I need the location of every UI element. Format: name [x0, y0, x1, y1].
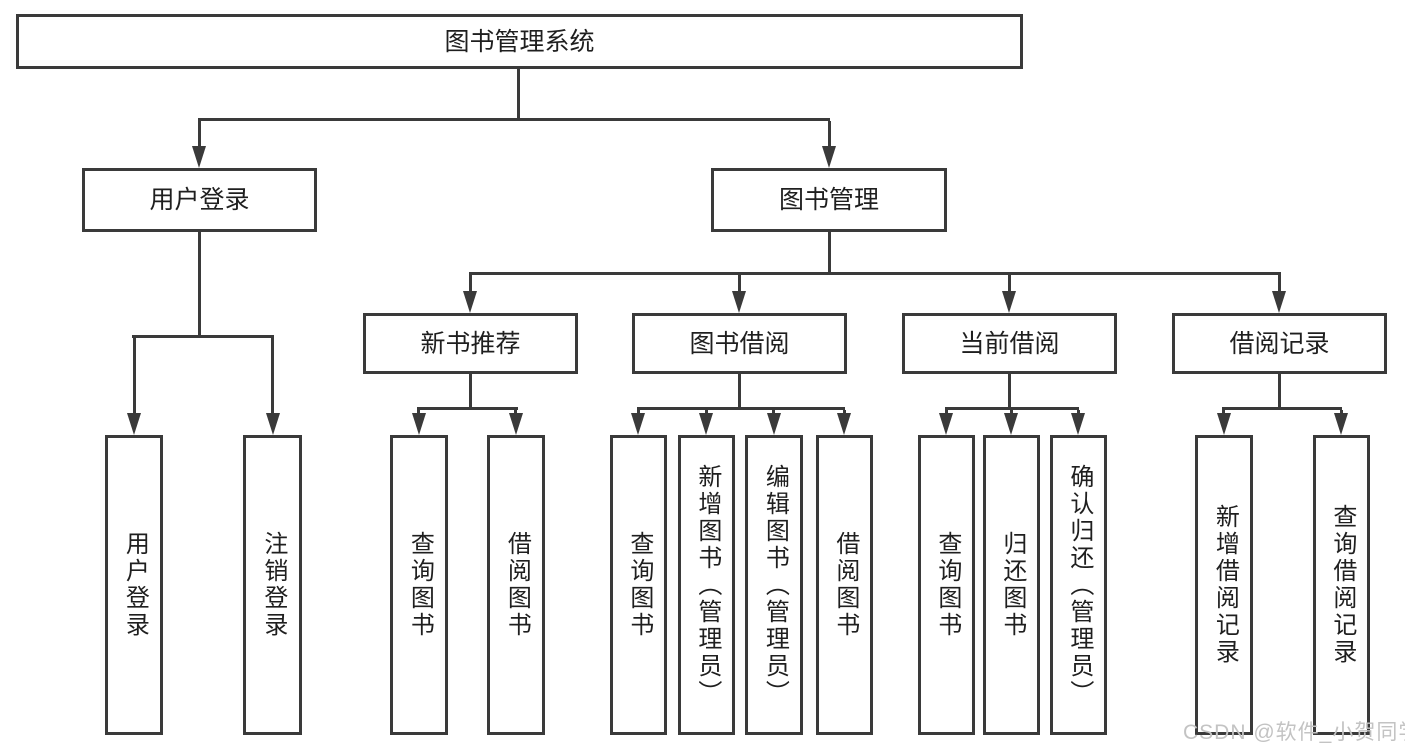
arrow-down-to-borrow-records [1272, 291, 1286, 313]
leaf-add-book-admin: 新增图书（管理员） [678, 435, 735, 735]
connector-login-vline [198, 232, 201, 335]
arrow-down-to-query-record [1334, 413, 1348, 435]
connector-stem-current-borrow [1008, 275, 1011, 293]
arrow-down-to-add-record [1217, 413, 1231, 435]
leaf-return-book: 归还图书 [983, 435, 1040, 735]
node-root-system: 图书管理系统 [16, 14, 1023, 69]
arrow-down-to-new-books [463, 291, 477, 313]
connector-management-hline [469, 272, 1281, 275]
arrow-down-to-query-books-2 [631, 413, 645, 435]
connector-currentborrow-hline [945, 407, 1079, 410]
connector-bookborrow-hline [637, 407, 845, 410]
arrow-down-to-edit-book [767, 413, 781, 435]
leaf-edit-book-admin: 编辑图书（管理员） [745, 435, 803, 735]
arrow-down-to-borrow-books-2 [837, 413, 851, 435]
arrow-down-to-query-books-1 [412, 413, 426, 435]
connector-stem-leaf-user-login [133, 338, 136, 415]
connector-records-hline [1222, 407, 1342, 410]
leaf-query-books-current: 查询图书 [918, 435, 975, 735]
connector-stem-leaf-logout [271, 338, 274, 415]
connector-stem-borrow-records [1278, 275, 1281, 293]
leaf-borrow-books-newbook: 借阅图书 [487, 435, 545, 735]
arrow-down-to-current-borrow [1002, 291, 1016, 313]
connector-stem-new-books [469, 275, 472, 293]
leaf-user-login: 用户登录 [105, 435, 163, 735]
connector-login-hline [132, 335, 274, 338]
arrow-down-to-book-management [822, 146, 836, 168]
node-current-borrow: 当前借阅 [902, 313, 1117, 374]
arrow-down-to-leaf-user-login [127, 413, 141, 435]
arrow-down-to-book-borrow [732, 291, 746, 313]
connector-stem-book-borrow [738, 275, 741, 293]
connector-stem-user-login [198, 121, 201, 148]
arrow-down-to-query-books-3 [939, 413, 953, 435]
leaf-query-books-borrow: 查询图书 [610, 435, 667, 735]
arrow-down-to-confirm-return [1071, 413, 1085, 435]
csdn-watermark: CSDN @软件_小贺同学 [1183, 721, 1405, 744]
arrow-down-to-add-book [699, 413, 713, 435]
node-user-login: 用户登录 [82, 168, 317, 232]
leaf-borrow-books-borrow: 借阅图书 [816, 435, 873, 735]
arrow-down-to-leaf-logout [266, 413, 280, 435]
connector-root-hline [198, 118, 830, 121]
arrow-down-to-return-book [1004, 413, 1018, 435]
node-borrow-records: 借阅记录 [1172, 313, 1387, 374]
connector-records-vline [1278, 374, 1281, 407]
connector-bookborrow-vline [738, 374, 741, 407]
connector-stem-book-management [828, 121, 831, 148]
connector-currentborrow-vline [1008, 374, 1011, 407]
connector-root-vline [517, 69, 520, 120]
node-new-book-recommend: 新书推荐 [363, 313, 578, 374]
leaf-confirm-return-admin: 确认归还（管理员） [1050, 435, 1107, 735]
leaf-logout-login: 注销登录 [243, 435, 302, 735]
node-book-borrow: 图书借阅 [632, 313, 847, 374]
leaf-query-books-newbook: 查询图书 [390, 435, 448, 735]
connector-management-vline [828, 232, 831, 272]
connector-newbooks-vline [469, 374, 472, 407]
leaf-query-borrow-record: 查询借阅记录 [1313, 435, 1370, 735]
connector-newbooks-hline [417, 407, 518, 410]
leaf-add-borrow-record: 新增借阅记录 [1195, 435, 1253, 735]
arrow-down-to-borrow-books-1 [509, 413, 523, 435]
node-book-management: 图书管理 [711, 168, 947, 232]
arrow-down-to-user-login [192, 146, 206, 168]
